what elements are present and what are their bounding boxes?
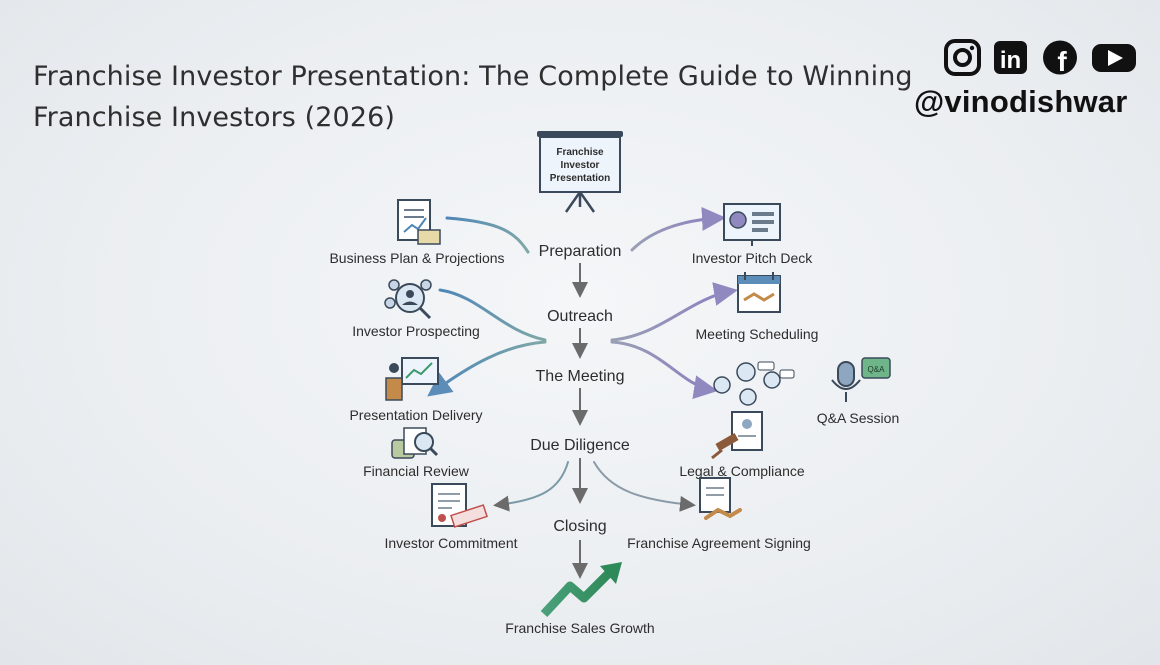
right-label-meeting-scheduling: Meeting Scheduling (696, 326, 819, 342)
left-label-commitment: Investor Commitment (384, 535, 517, 551)
agreement-signing-icon (699, 477, 742, 520)
stage-closing: Closing (553, 518, 606, 535)
title-line-2: Franchise Investors (2026) (33, 102, 396, 133)
business-plan-icon (397, 199, 441, 245)
social-handle: @vinodishwar (914, 84, 1128, 119)
qa-bubble-text: Q&A (868, 365, 886, 374)
investor-commitment-icon (431, 483, 488, 528)
right-label-qa: Q&A Session (817, 410, 900, 426)
instagram-icon[interactable] (944, 39, 981, 76)
left-connectors (427, 216, 569, 512)
title-line-1: Franchise Investor Presentation: The Com… (33, 61, 913, 92)
left-label-presentation-delivery: Presentation Delivery (349, 407, 482, 423)
facebook-icon[interactable]: f (1043, 40, 1077, 78)
stage-preparation: Preparation (539, 243, 622, 260)
qa-session-icon: Q&A (831, 357, 891, 402)
left-label-prospecting: Investor Prospecting (352, 323, 480, 339)
right-connectors (593, 206, 738, 512)
legal-compliance-icon (711, 411, 763, 460)
board-text-1: Franchise (556, 147, 604, 158)
linkedin-icon[interactable]: in (994, 41, 1027, 74)
right-label-pitch-deck: Investor Pitch Deck (692, 250, 814, 266)
youtube-icon[interactable] (1092, 44, 1136, 72)
investor-prospecting-icon (384, 279, 432, 320)
board-text-3: Presentation (550, 173, 611, 184)
stage-the-meeting: The Meeting (536, 368, 625, 385)
left-label-business-plan: Business Plan & Projections (329, 250, 504, 266)
facebook-icon-text: f (1057, 46, 1067, 77)
social-icons: in f (944, 39, 1136, 78)
presentation-delivery-icon (385, 357, 439, 401)
meeting-scheduling-icon (737, 272, 781, 313)
stage-due-diligence: Due Diligence (530, 437, 630, 454)
right-label-legal: Legal & Compliance (679, 463, 805, 479)
right-label-agreement: Franchise Agreement Signing (627, 535, 811, 551)
board-text-2: Investor (561, 160, 600, 171)
financial-review-icon (391, 427, 439, 459)
presentation-board-icon: Franchise Investor Presentation (537, 131, 623, 213)
linkedin-icon-text: in (1000, 47, 1021, 74)
page-title: Franchise Investor Presentation: The Com… (33, 56, 933, 138)
pitch-deck-icon (723, 203, 781, 246)
growth-label: Franchise Sales Growth (505, 620, 654, 636)
growth-arrow-icon (540, 562, 622, 618)
meeting-people-icon (713, 361, 795, 406)
stage-outreach: Outreach (547, 308, 613, 325)
left-label-financial-review: Financial Review (363, 463, 470, 479)
